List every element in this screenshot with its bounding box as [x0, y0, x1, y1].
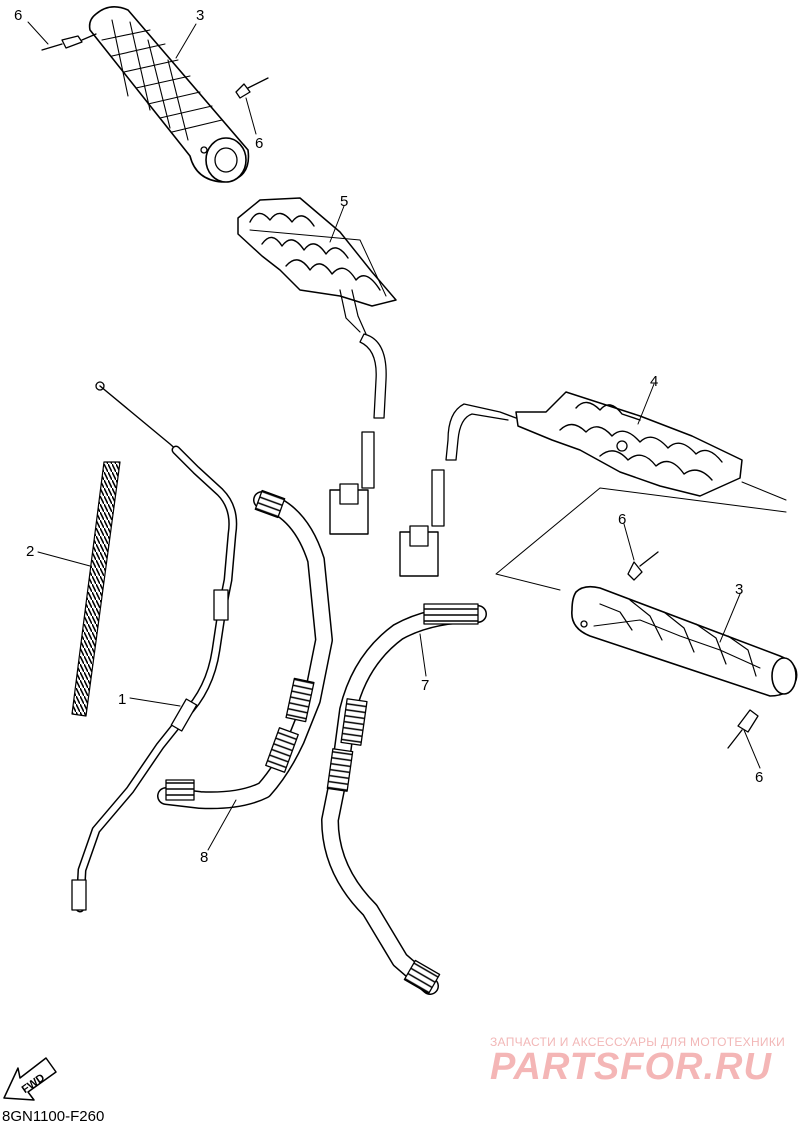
watermark-logo: PARTSFOR.RU: [490, 1046, 772, 1088]
callout-6-lower-upper: 6: [618, 511, 626, 528]
callout-5: 5: [340, 193, 348, 210]
pin-lower-upper: [627, 551, 659, 581]
leader-lines: [27, 21, 761, 851]
callout-7: 7: [421, 677, 429, 694]
pin-lower-lower: [727, 709, 759, 749]
grip-lower-right: [571, 585, 798, 697]
cable: [71, 381, 238, 913]
callout-2: 2: [26, 543, 34, 560]
hose-8: [157, 489, 333, 810]
callout-8: 8: [200, 849, 208, 866]
spring: [71, 461, 121, 717]
watermark-tagline: ЗАПЧАСТИ И АКСЕССУАРЫ ДЛЯ МОТОТЕХНИКИ: [490, 1035, 786, 1049]
grip-upper-left: [88, 6, 250, 183]
diagram-code: 8GN1100-F260: [2, 1108, 105, 1125]
callout-6-upper-right: 6: [255, 135, 263, 152]
callout-6-lower-lower: 6: [755, 769, 763, 786]
pin-upper-left: [41, 33, 97, 51]
heater-element-lower: [399, 391, 787, 591]
callout-3-lower: 3: [735, 581, 743, 598]
callout-3-upper: 3: [196, 7, 204, 24]
hose-7: [321, 603, 487, 995]
pin-upper-right: [235, 77, 269, 99]
heater-element-upper: [237, 197, 397, 535]
callout-1: 1: [118, 691, 126, 708]
callout-6-upper-left: 6: [14, 7, 22, 24]
fwd-arrow-icon: [3, 1057, 57, 1101]
callout-4: 4: [650, 373, 658, 390]
